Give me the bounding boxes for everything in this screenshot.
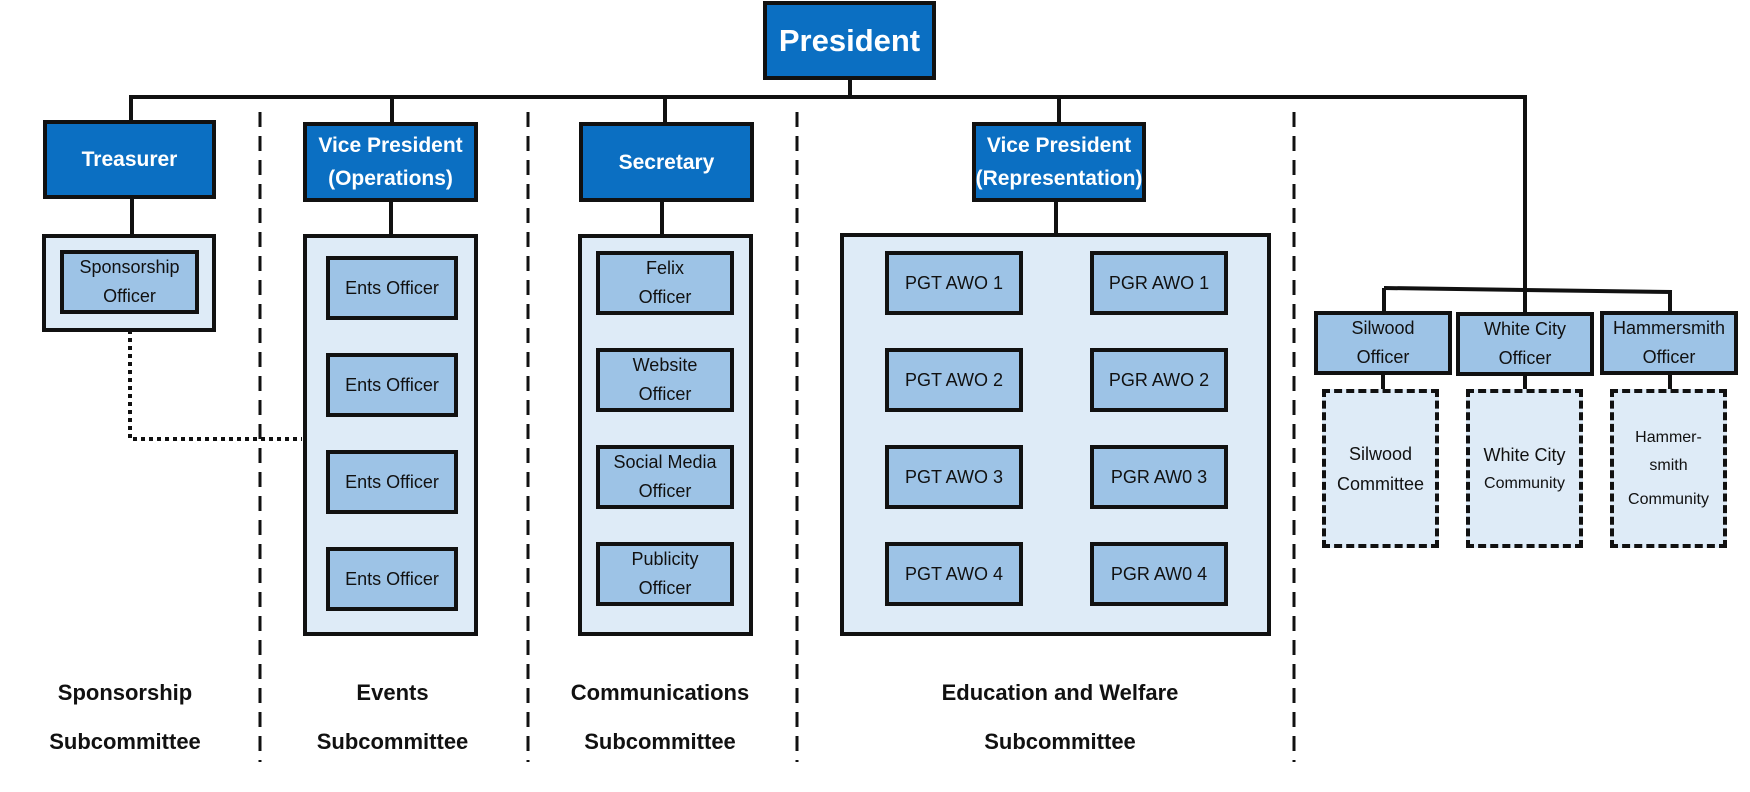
secretary-label: Secretary <box>618 150 715 174</box>
president-label: President <box>778 23 921 58</box>
white-city-officer-line-2: Officer <box>1498 348 1552 368</box>
social-media-officer-line-2: Officer <box>638 481 692 501</box>
vp-operations-line-1: Vice President <box>318 134 463 157</box>
hammersmith-community-box: Hammer- smith Community <box>1610 389 1727 548</box>
ents-officer-4: Ents Officer <box>326 547 458 611</box>
hammersmith-officer-line-2: Officer <box>1642 347 1696 367</box>
silwood-officer-line-1: Silwood <box>1351 318 1415 338</box>
pgt-awo-2-label: PGT AWO 2 <box>904 369 1004 390</box>
felix-officer-line-2: Officer <box>638 287 692 307</box>
social-media-officer-line-1: Social Media <box>613 452 717 472</box>
events-subcommittee-line-1: Events <box>356 680 429 705</box>
vp-operations-line-2: (Operations) <box>328 167 453 190</box>
ents-officer-3: Ents Officer <box>326 450 458 514</box>
vp-representation-line-2: (Representation) <box>975 167 1143 190</box>
website-officer-line-2: Officer <box>638 384 692 404</box>
ents-officer-2: Ents Officer <box>326 353 458 417</box>
events-subcommittee-label: Events Subcommittee <box>290 668 495 766</box>
hammersmith-officer-box: Hammersmith Officer <box>1600 311 1738 375</box>
ents-officer-3-label: Ents Officer <box>345 471 439 492</box>
hammersmith-officer-line-1: Hammersmith <box>1612 318 1725 338</box>
silwood-committee-box: Silwood Committee <box>1322 389 1439 548</box>
ents-officer-4-label: Ents Officer <box>345 568 439 589</box>
white-city-community-line-1: White City <box>1483 444 1566 465</box>
ents-officer-1-label: Ents Officer <box>345 277 439 298</box>
white-city-community-box: White City Community <box>1466 389 1583 548</box>
hammersmith-community-line-3: Community <box>1628 490 1709 508</box>
pgt-awo-3: PGT AWO 3 <box>885 445 1023 509</box>
sponsorship-subcommittee-label: Sponsorship Subcommittee <box>20 668 230 766</box>
pgr-awo-1-label: PGR AWO 1 <box>1108 272 1210 293</box>
pgt-awo-1: PGT AWO 1 <box>885 251 1023 315</box>
white-city-officer-line-1: White City <box>1483 319 1566 339</box>
education-subcommittee-label: Education and Welfare Subcommittee <box>880 668 1240 766</box>
website-officer-line-1: Website <box>632 355 698 375</box>
communications-subcommittee-line-2: Subcommittee <box>584 729 736 754</box>
silwood-committee-line-2: Committee <box>1336 473 1425 494</box>
pgr-awo-2-label: PGR AWO 2 <box>1108 369 1210 390</box>
website-officer-box: Website Officer <box>596 348 734 412</box>
white-city-officer-box: White City Officer <box>1456 312 1594 376</box>
hammersmith-community-line-1: Hammer- <box>1635 428 1702 446</box>
secretary-box: Secretary <box>579 122 754 202</box>
sponsorship-officer-box: Sponsorship Officer <box>60 250 199 314</box>
silwood-committee-line-1: Silwood <box>1348 443 1413 464</box>
pgr-awo-3: PGR AW0 3 <box>1090 445 1228 509</box>
silwood-officer-line-2: Officer <box>1356 347 1410 367</box>
ents-officer-2-label: Ents Officer <box>345 374 439 395</box>
pgt-awo-2: PGT AWO 2 <box>885 348 1023 412</box>
pgr-awo-4: PGR AW0 4 <box>1090 542 1228 606</box>
pgr-awo-1: PGR AWO 1 <box>1090 251 1228 315</box>
president-box: President <box>763 1 936 80</box>
events-subcommittee-line-2: Subcommittee <box>316 729 469 754</box>
ents-officer-1: Ents Officer <box>326 256 458 320</box>
pgr-awo-4-label: PGR AW0 4 <box>1110 563 1208 584</box>
sponsorship-subcommittee-line-1: Sponsorship <box>57 680 193 705</box>
publicity-officer-line-1: Publicity <box>631 549 699 569</box>
vp-representation-line-1: Vice President <box>986 134 1132 157</box>
felix-officer-box: Felix Officer <box>596 251 734 315</box>
hammersmith-community-line-2: smith <box>1649 456 1688 474</box>
education-subcommittee-line-2: Subcommittee <box>984 729 1136 754</box>
pgt-awo-1-label: PGT AWO 1 <box>904 272 1004 293</box>
communications-subcommittee-label: Communications Subcommittee <box>555 668 765 766</box>
pgt-awo-3-label: PGT AWO 3 <box>904 466 1004 487</box>
publicity-officer-box: Publicity Officer <box>596 542 734 606</box>
vp-representation-box: Vice President (Representation) <box>972 122 1146 202</box>
social-media-officer-box: Social Media Officer <box>596 445 734 509</box>
felix-officer-line-1: Felix <box>645 258 684 278</box>
sponsorship-officer-line-1: Sponsorship <box>79 257 180 277</box>
education-subcommittee-line-1: Education and Welfare <box>941 680 1179 705</box>
communications-subcommittee-line-1: Communications <box>570 680 750 705</box>
white-city-community-line-2: Community <box>1484 474 1565 492</box>
treasurer-box: Treasurer <box>43 120 216 199</box>
pgt-awo-4-label: PGT AWO 4 <box>904 563 1004 584</box>
sponsorship-officer-line-2: Officer <box>103 286 156 306</box>
publicity-officer-line-2: Officer <box>638 578 692 598</box>
sponsorship-subcommittee-line-2: Subcommittee <box>49 729 201 754</box>
vp-operations-box: Vice President (Operations) <box>303 122 478 202</box>
pgr-awo-3-label: PGR AW0 3 <box>1110 466 1208 487</box>
pgr-awo-2: PGR AWO 2 <box>1090 348 1228 412</box>
treasurer-label: Treasurer <box>81 148 178 171</box>
pgt-awo-4: PGT AWO 4 <box>885 542 1023 606</box>
silwood-officer-box: Silwood Officer <box>1314 311 1452 375</box>
